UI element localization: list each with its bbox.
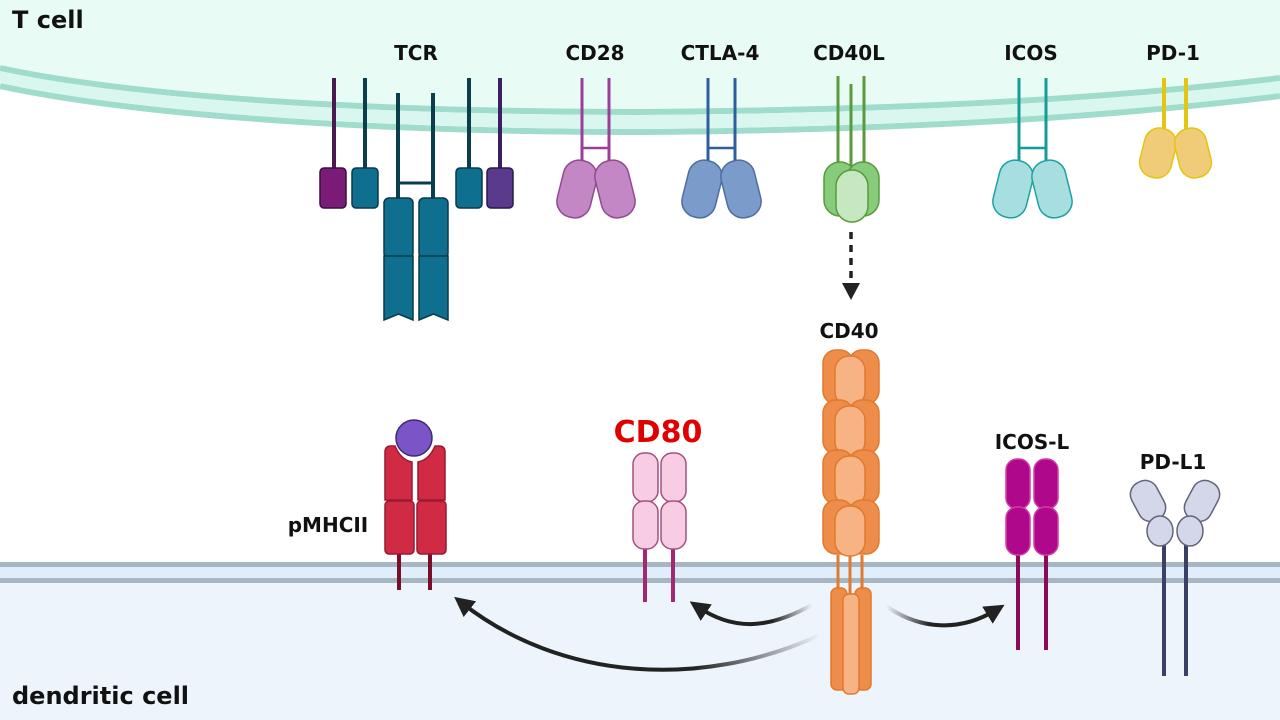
tcr-label: TCR	[394, 41, 438, 65]
cd80-ligand[interactable]	[632, 452, 687, 602]
pd1-label: PD-1	[1146, 41, 1200, 65]
cd40-domain-inner	[834, 455, 866, 507]
ctla4-label: CTLA-4	[681, 41, 760, 65]
cd40-domain-inner	[834, 405, 866, 457]
cd40-label: CD40	[819, 319, 878, 343]
pd1-receptor[interactable]	[1136, 78, 1214, 181]
cd40l-ligand[interactable]	[823, 76, 880, 223]
icos-label: ICOS	[1004, 41, 1058, 65]
cd40-domain-inner	[834, 505, 866, 557]
pdl1-ligand[interactable]	[1126, 476, 1224, 676]
dc-body	[0, 562, 1280, 720]
icosl-label: ICOS-L	[995, 430, 1070, 454]
tcr-receptor[interactable]	[319, 78, 514, 322]
icosl-ligand[interactable]	[1005, 458, 1059, 650]
pmhcii-complex[interactable]	[384, 419, 447, 590]
t-cell-body	[0, 0, 1280, 112]
cd28-label: CD28	[565, 41, 624, 65]
cd80-label: CD80	[614, 415, 703, 450]
dendritic-cell-label: dendritic cell	[12, 682, 189, 710]
t-cell-label: T cell	[12, 6, 84, 34]
cd28-receptor[interactable]	[553, 78, 638, 221]
cd40-to-cd80-arrow	[689, 601, 813, 626]
peptide-icon	[395, 419, 433, 457]
cd40-to-pmhcii-arrow	[454, 596, 821, 672]
dc-membrane-inner	[0, 578, 1280, 583]
dendritic-cell	[0, 562, 1280, 720]
cd40-receptor[interactable]	[822, 349, 880, 695]
dc-membrane-outer	[0, 562, 1280, 567]
t-cell	[0, 0, 1280, 136]
pmhcii-label: pMHCII	[288, 513, 369, 537]
icos-receptor[interactable]	[989, 78, 1075, 221]
t-cell-membrane-inner	[0, 83, 1280, 136]
cd40l-to-cd40-arrow	[842, 232, 860, 300]
pdl1-label: PD-L1	[1140, 450, 1207, 474]
t-cell-membrane-outer	[0, 65, 1280, 116]
cd40-to-icosl-arrow	[884, 604, 1005, 628]
cd40-domain-inner	[834, 355, 866, 407]
ctla4-receptor[interactable]	[678, 78, 764, 221]
cd40l-label: CD40L	[813, 41, 885, 65]
